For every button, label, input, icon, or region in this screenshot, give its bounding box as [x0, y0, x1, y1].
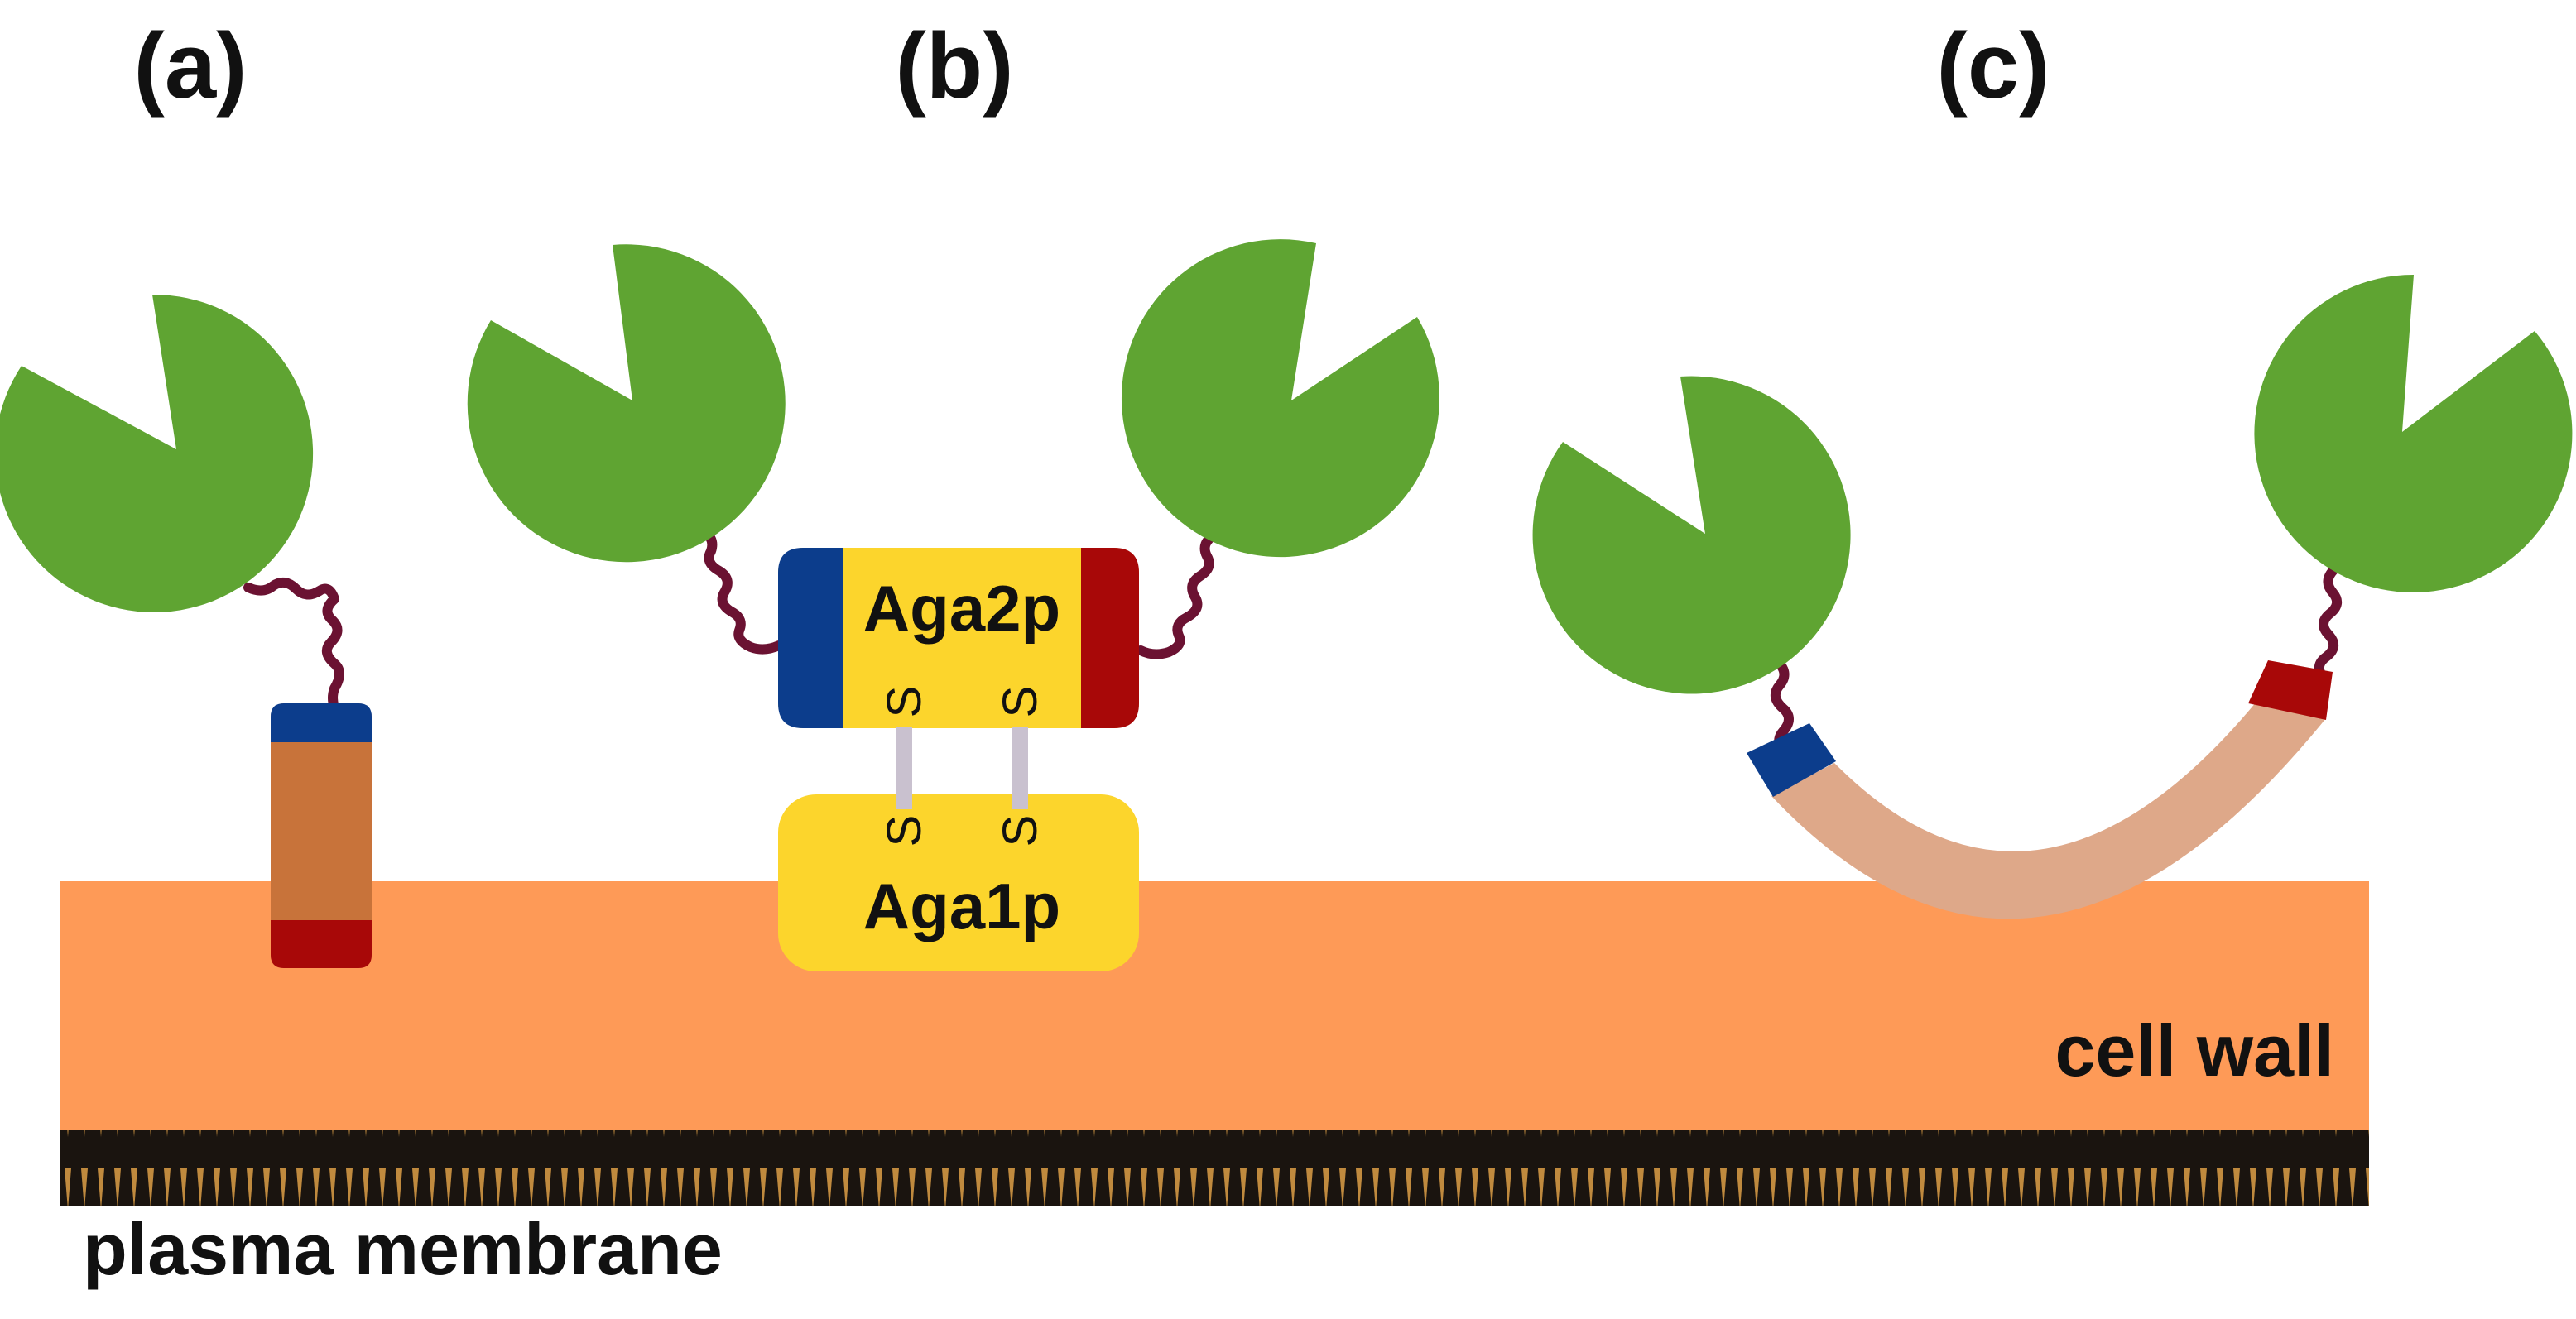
panel-b: Aga2p Aga1p S S S S	[467, 239, 1439, 971]
panel-label-b: (b)	[895, 14, 1013, 118]
panel-a	[0, 294, 372, 968]
panel-label-a: (a)	[134, 14, 248, 118]
panel-c	[1532, 274, 2573, 919]
sulfur-top-left: S	[877, 686, 931, 718]
plasma-membrane-label: plasma membrane	[83, 1208, 723, 1290]
n-terminus-c	[1747, 723, 1836, 797]
linker-a	[243, 577, 344, 712]
plasma-membrane	[60, 1130, 2369, 1206]
enzyme-b-right-icon	[1121, 239, 1439, 558]
aga2p-c-terminus	[1081, 548, 1139, 728]
anchor-protein-c	[1771, 702, 2326, 919]
sulfur-top-right: S	[993, 686, 1047, 718]
enzyme-b-left-icon	[467, 244, 786, 563]
linker-b-right	[1136, 530, 1220, 660]
cell-wall-label: cell wall	[2055, 1010, 2334, 1091]
aga2p-label: Aga2p	[863, 572, 1060, 645]
aga2p-protein	[778, 548, 1139, 728]
aga1p-label: Aga1p	[863, 870, 1060, 942]
linker-b-left	[694, 525, 784, 655]
aga2p-n-terminus	[778, 548, 843, 728]
enzyme-c-right-icon	[2254, 274, 2573, 592]
panel-label-c: (c)	[1937, 14, 2050, 118]
enzyme-c-left-icon	[1532, 376, 1851, 694]
sulfur-bottom-left: S	[877, 815, 931, 847]
c-terminus-c	[2248, 660, 2333, 720]
enzyme-a-icon	[0, 294, 314, 612]
c-terminus-a	[271, 920, 372, 968]
cell-wall	[60, 881, 2369, 1138]
sulfur-bottom-right: S	[993, 815, 1047, 847]
aga1p-protein	[778, 794, 1139, 971]
n-terminus-a	[271, 703, 372, 742]
anchor-protein-a	[271, 703, 372, 968]
